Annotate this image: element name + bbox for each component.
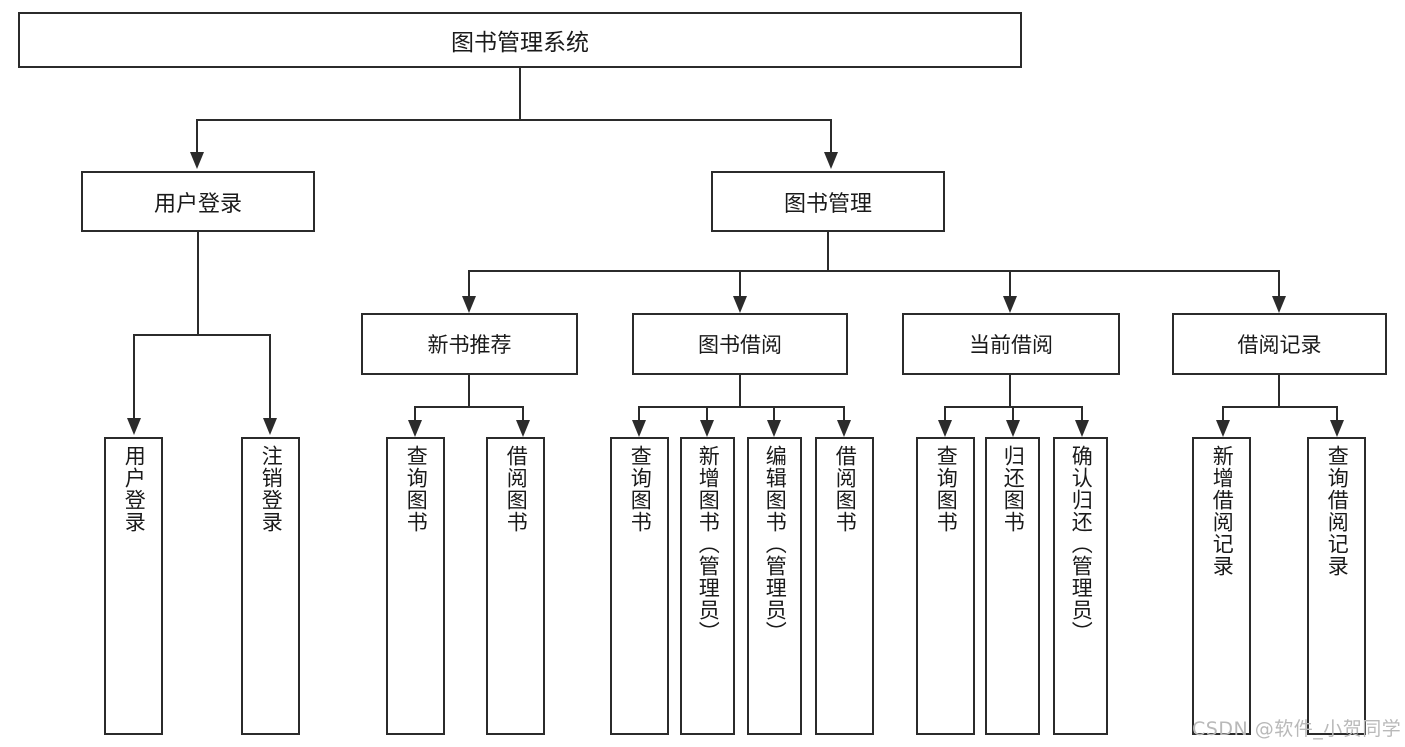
connector-nbr-bar: [414, 406, 524, 408]
leaf-br-query-record[interactable]: 查询借阅记录: [1307, 437, 1366, 735]
arrow-br-to-leaf-2: [1330, 420, 1344, 437]
connector-bb-bar: [638, 406, 843, 408]
arrow-bb-to-leaf-2: [700, 420, 714, 437]
connector-bb-to-leaf-3: [773, 406, 775, 420]
arrow-bm-to-new-book-recommend: [462, 296, 476, 313]
arrow-nbr-to-leaf-1: [408, 420, 422, 437]
arrow-cb-to-leaf-3: [1075, 420, 1089, 437]
leaf-user-login-logout[interactable]: 注销登录: [241, 437, 300, 735]
connector-root-to-book-management: [830, 119, 832, 152]
connector-root-bar: [196, 119, 832, 121]
node-book-borrow[interactable]: 图书借阅: [632, 313, 848, 375]
leaf-bb-edit-book-admin[interactable]: 编辑图书（管理员）: [747, 437, 802, 735]
node-label: 图书管理: [783, 191, 872, 217]
connector-bb-to-leaf-1: [638, 406, 640, 420]
connector-br-to-leaf-1: [1222, 406, 1224, 420]
leaf-nbr-borrow-book[interactable]: 借阅图书: [486, 437, 545, 735]
leaf-label: 借阅图书: [504, 445, 529, 533]
arrow-root-to-user-login: [190, 152, 204, 169]
arrow-user-login-to-leaf-1: [127, 418, 141, 435]
node-root-book-management-system[interactable]: 图书管理系统: [18, 12, 1022, 68]
leaf-label: 注销登录: [259, 445, 284, 533]
connector-cb-to-leaf-1: [944, 406, 946, 420]
connector-bb-to-leaf-2: [706, 406, 708, 420]
connector-bb-stem: [739, 375, 741, 408]
connector-user-login-to-leaf-2: [269, 334, 271, 418]
leaf-label: 查询图书: [628, 445, 653, 533]
node-borrow-record[interactable]: 借阅记录: [1172, 313, 1387, 375]
connector-book-management-bar: [468, 270, 1280, 272]
node-current-borrow[interactable]: 当前借阅: [902, 313, 1120, 375]
leaf-label: 归还图书: [1001, 445, 1026, 533]
leaf-label: 新增借阅记录: [1210, 445, 1235, 577]
connector-book-management-stem: [827, 232, 829, 271]
leaf-label: 新增图书（管理员）: [696, 445, 721, 643]
leaf-label: 查询图书: [934, 445, 959, 533]
connector-nbr-stem: [468, 375, 470, 408]
leaf-br-add-record[interactable]: 新增借阅记录: [1192, 437, 1251, 735]
connector-bm-to-book-borrow: [739, 270, 741, 296]
connector-cb-stem: [1009, 375, 1011, 408]
node-user-login[interactable]: 用户登录: [81, 171, 315, 232]
connector-bm-to-current-borrow: [1009, 270, 1011, 296]
leaf-label: 确认归还（管理员）: [1069, 445, 1094, 643]
node-label: 借阅记录: [1237, 333, 1322, 357]
arrow-root-to-book-management: [824, 152, 838, 169]
arrow-bb-to-leaf-3: [767, 420, 781, 437]
arrow-bm-to-current-borrow: [1003, 296, 1017, 313]
node-label: 当前借阅: [969, 333, 1053, 357]
arrow-bb-to-leaf-4: [837, 420, 851, 437]
node-label: 新书推荐: [427, 333, 512, 357]
connector-nbr-to-leaf-2: [522, 406, 524, 420]
leaf-label: 查询借阅记录: [1325, 445, 1350, 577]
connector-cb-to-leaf-2: [1012, 406, 1014, 420]
connector-cb-to-leaf-3: [1081, 406, 1083, 420]
connector-bm-to-new-book: [468, 270, 470, 296]
node-label: 图书管理系统: [451, 30, 589, 56]
leaf-bb-add-book-admin[interactable]: 新增图书（管理员）: [680, 437, 735, 735]
arrow-cb-to-leaf-2: [1006, 420, 1020, 437]
leaf-label: 用户登录: [122, 445, 147, 533]
leaf-label: 查询图书: [404, 445, 429, 533]
node-label: 用户登录: [153, 191, 242, 217]
leaf-cb-return-book[interactable]: 归还图书: [985, 437, 1040, 735]
arrow-bb-to-leaf-1: [632, 420, 646, 437]
connector-br-bar: [1222, 406, 1338, 408]
leaf-user-login-login[interactable]: 用户登录: [104, 437, 163, 735]
connector-root-to-user-login: [196, 119, 198, 152]
leaf-label: 借阅图书: [833, 445, 858, 533]
arrow-br-to-leaf-1: [1216, 420, 1230, 437]
arrow-user-login-to-leaf-2: [263, 418, 277, 435]
leaf-bb-borrow-book[interactable]: 借阅图书: [815, 437, 874, 735]
connector-br-stem: [1278, 375, 1280, 408]
arrow-bm-to-book-borrow: [733, 296, 747, 313]
leaf-cb-confirm-return-admin[interactable]: 确认归还（管理员）: [1053, 437, 1108, 735]
leaf-bb-query-book[interactable]: 查询图书: [610, 437, 669, 735]
leaf-cb-query-book[interactable]: 查询图书: [916, 437, 975, 735]
connector-nbr-to-leaf-1: [414, 406, 416, 420]
arrow-nbr-to-leaf-2: [516, 420, 530, 437]
connector-user-login-stem: [197, 232, 199, 335]
arrow-cb-to-leaf-1: [938, 420, 952, 437]
node-new-book-recommend[interactable]: 新书推荐: [361, 313, 578, 375]
connector-bm-to-borrow-record: [1278, 270, 1280, 296]
connector-root-stem: [519, 68, 521, 120]
arrow-bm-to-borrow-record: [1272, 296, 1286, 313]
connector-user-login-bar: [133, 334, 270, 336]
connector-user-login-to-leaf-1: [133, 334, 135, 418]
connector-br-to-leaf-2: [1336, 406, 1338, 420]
connector-bb-to-leaf-4: [843, 406, 845, 420]
node-label: 图书借阅: [698, 333, 782, 357]
leaf-label: 编辑图书（管理员）: [763, 445, 788, 643]
node-book-management[interactable]: 图书管理: [711, 171, 945, 232]
leaf-nbr-query-book[interactable]: 查询图书: [386, 437, 445, 735]
